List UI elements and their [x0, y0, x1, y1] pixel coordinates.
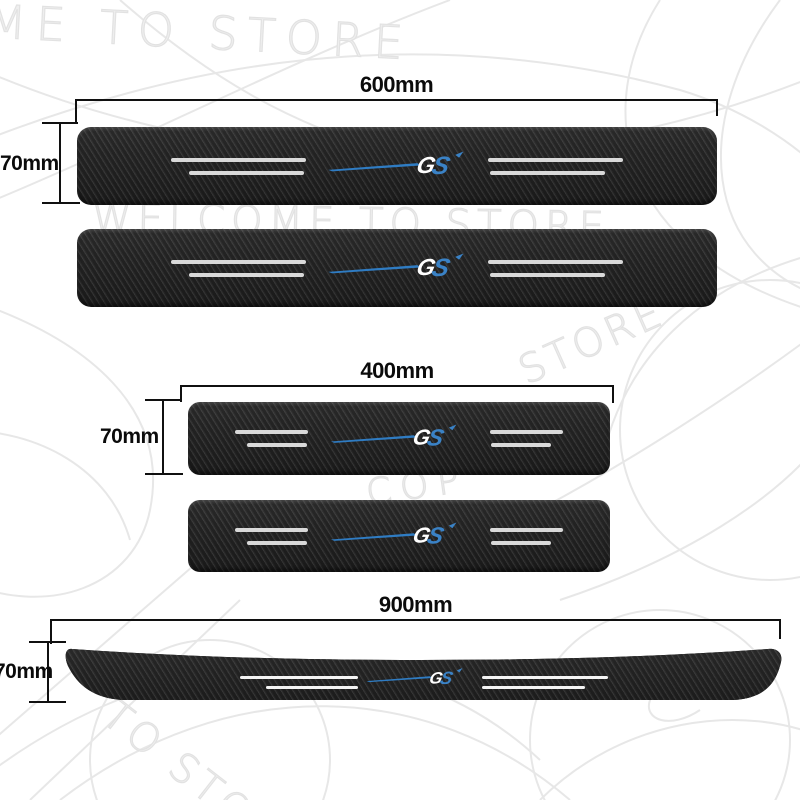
sill-line [482, 676, 608, 679]
sill-line [247, 443, 307, 447]
logo-accent [457, 668, 463, 672]
logo-swoosh [330, 435, 417, 443]
logo-letter-s: S [424, 523, 446, 550]
sill-line [488, 158, 623, 162]
logo-letter-s: S [424, 425, 446, 452]
dimension-line [180, 385, 614, 387]
gs-logo: G S [330, 522, 457, 550]
logo-letter-g: G [410, 523, 433, 548]
sill-line [171, 158, 306, 162]
gs-logo: G S [330, 424, 457, 452]
logo-accent [448, 424, 457, 431]
logo-accent [455, 253, 464, 260]
width-label-600: 600mm [359, 72, 434, 97]
sill-line [247, 541, 307, 545]
sill-line [189, 273, 304, 277]
sill-line [266, 686, 358, 689]
sill-line [482, 686, 585, 689]
height-label-900: 70mm [0, 660, 53, 683]
sill-line [490, 430, 563, 434]
dimension-tick [145, 399, 181, 401]
sill-line [235, 528, 308, 532]
sill-line [189, 171, 304, 175]
height-label-400: 70mm [100, 425, 159, 448]
sill-line [240, 676, 358, 679]
logo-swoosh [328, 265, 421, 274]
dimension-tick [779, 619, 781, 639]
gs-logo: G S [365, 667, 470, 689]
dimension-line [47, 641, 49, 703]
dimension-line [162, 399, 164, 475]
sill-line [171, 260, 306, 264]
dimension-line [75, 99, 718, 101]
gs-logo: G S [328, 151, 464, 181]
door-sill-strip-400-a: G S [188, 402, 610, 475]
dimension-tick [42, 122, 78, 124]
dimension-tick [42, 202, 80, 204]
door-sill-strip-400-b: G S [188, 500, 610, 572]
dimension-tick [180, 385, 182, 402]
dimension-tick [716, 99, 718, 116]
logo-swoosh [330, 533, 417, 541]
logo-letter-s: S [429, 255, 453, 283]
width-label-900: 900mm [378, 592, 453, 617]
height-label-600: 70mm [0, 152, 59, 175]
gs-logo: G S [328, 253, 464, 283]
logo-letter-s: S [438, 668, 455, 688]
logo-letter-g: G [427, 669, 444, 688]
logo-accent [448, 522, 457, 529]
dimension-line [59, 122, 61, 204]
logo-letter-s: S [429, 153, 453, 181]
dimension-tick [29, 701, 66, 703]
logo-swoosh [328, 163, 421, 172]
door-sill-strip-600-a: G S [77, 127, 717, 205]
dimension-tick [612, 385, 614, 403]
sill-line [490, 171, 605, 175]
dimension-tick [50, 619, 52, 644]
sill-line [490, 528, 563, 532]
width-label-400: 400mm [360, 358, 434, 383]
logo-letter-g: G [410, 425, 433, 450]
logo-accent [455, 151, 464, 158]
sill-line [491, 541, 551, 545]
logo-swoosh [367, 676, 433, 682]
dimension-line [50, 619, 781, 621]
sill-line [235, 430, 308, 434]
sill-line [488, 260, 623, 264]
dimension-tick [145, 473, 183, 475]
sill-line [490, 273, 605, 277]
sill-line [491, 443, 551, 447]
dimension-tick [29, 641, 66, 643]
door-sill-strip-600-b: G S [77, 229, 717, 307]
dimension-tick [75, 99, 77, 123]
